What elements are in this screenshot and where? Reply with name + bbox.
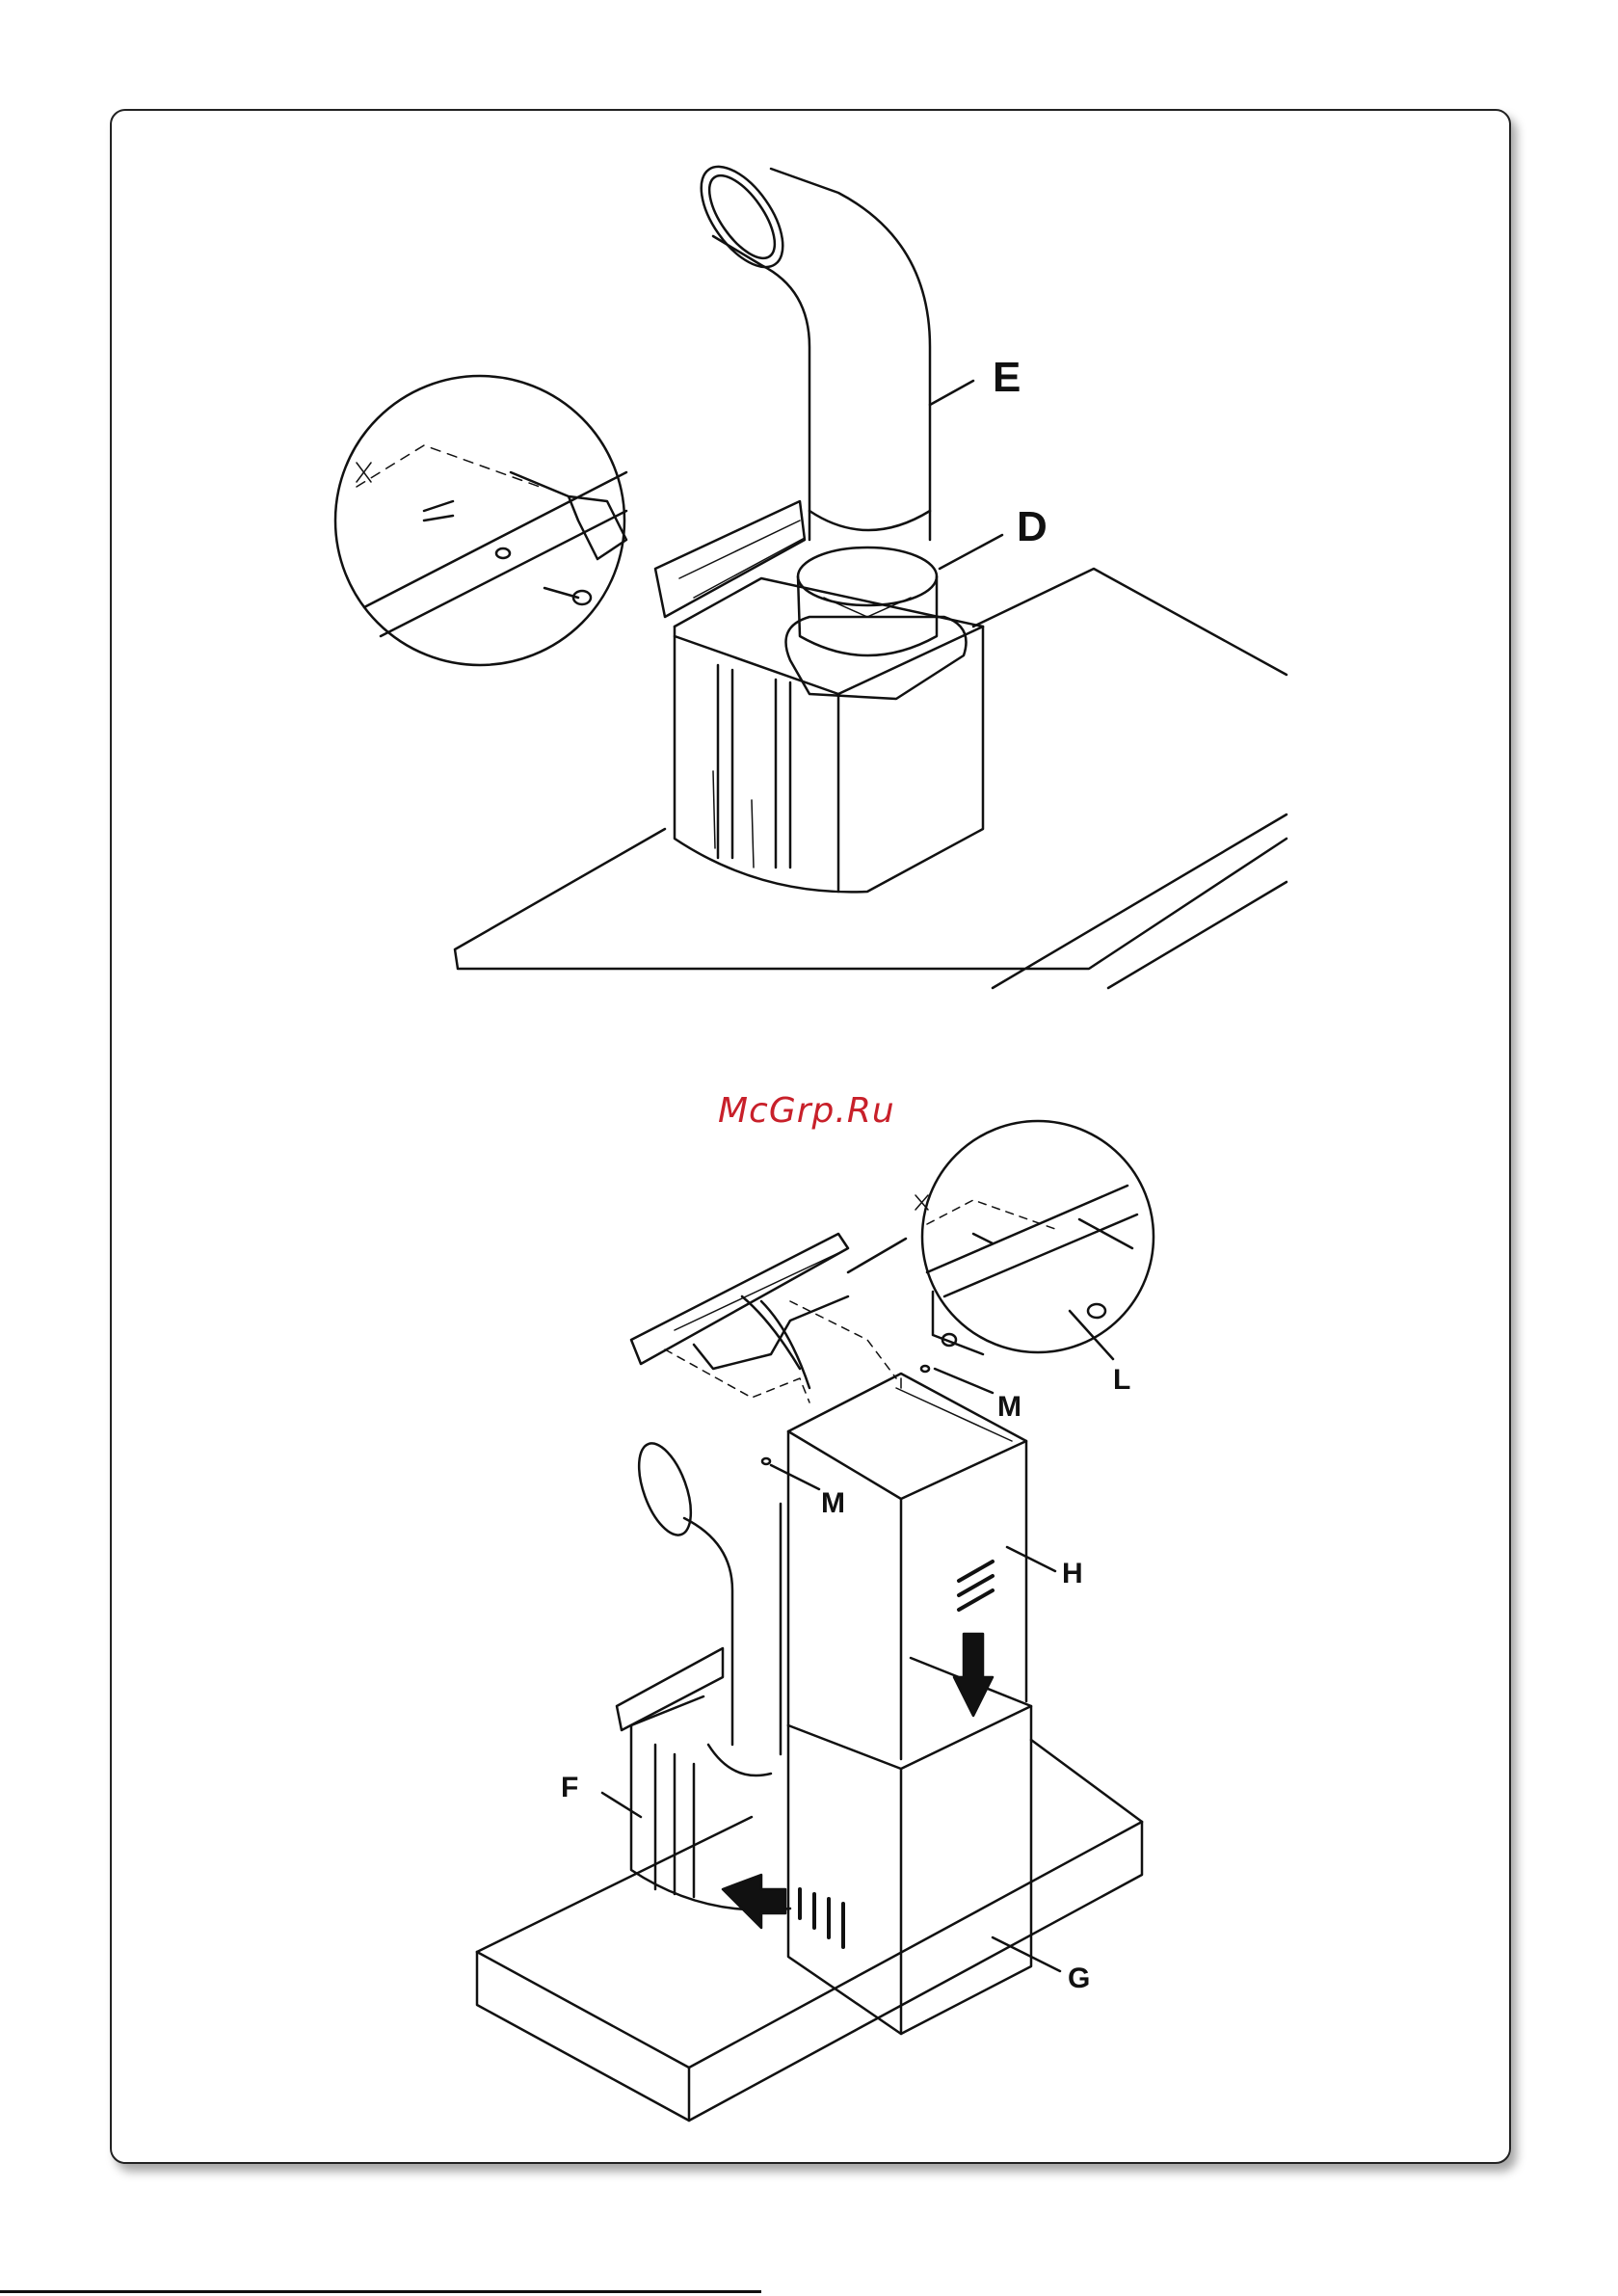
label-H: H [1062,1560,1083,1589]
label-M-mid: M [821,1489,845,1518]
watermark-text: McGrp.Ru [718,1091,895,1131]
label-M-top: M [997,1393,1021,1422]
label-F: F [561,1774,578,1802]
label-L: L [1113,1366,1130,1395]
label-G: G [1068,1964,1090,1993]
footer-rule [0,2290,761,2293]
